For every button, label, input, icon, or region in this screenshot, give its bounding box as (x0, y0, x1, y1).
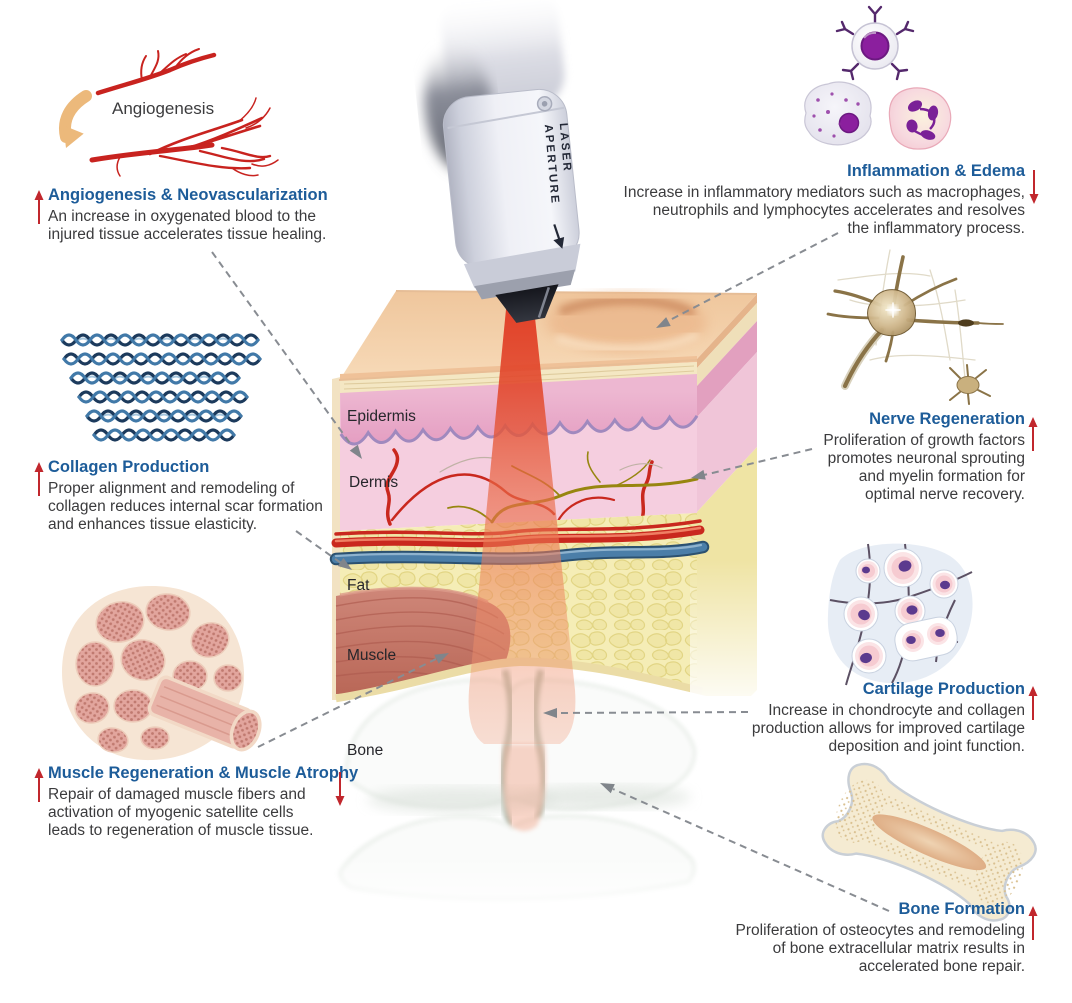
collagen-fibers-illustration (60, 333, 262, 442)
chondrocyte-cell (843, 548, 959, 674)
callout-cartilage: Cartilage Production Increase in chondro… (665, 680, 1025, 756)
layer-label-dermis: Dermis (349, 474, 399, 491)
decrease-arrow-icon (335, 772, 345, 806)
increase-arrow-icon (1028, 906, 1038, 940)
lymphocyte-cell (835, 5, 915, 81)
callout-bone: Bone Formation Proliferation of osteocyt… (645, 900, 1026, 976)
decrease-arrow-icon (1029, 170, 1039, 204)
edema-dimple (547, 294, 707, 353)
callout-nerve-heading: Nerve Regeneration (869, 410, 1025, 428)
callout-inflammation-heading: Inflammation & Edema (847, 162, 1025, 180)
small-neuron (943, 364, 992, 405)
connector-cartilage (556, 711, 749, 714)
connector-arrowheads (337, 317, 706, 794)
layer-label-epidermis: Epidermis (347, 408, 416, 425)
layer-label-muscle: Muscle (347, 647, 397, 664)
chondrocyte-cells-illustration (827, 543, 973, 686)
callout-muscle-heading: Muscle Regeneration & Muscle Atrophy (48, 764, 359, 782)
connector-muscle (257, 658, 437, 748)
layer-label-fat: Fat (347, 577, 370, 594)
callout-nerve: Nerve Regeneration Proliferation of grow… (685, 410, 1025, 504)
callout-inflammation: Inflammation & Edema Increase in inflamm… (585, 162, 1025, 238)
laser-handpiece: LASER APERTURE (424, 0, 581, 323)
down-arrow-icon (553, 224, 565, 249)
callout-collagen: Collagen Production Proper alignment and… (48, 458, 358, 534)
connector-bone (612, 788, 890, 912)
callout-nerve-body: Proliferation of growth factors promotes… (823, 432, 1025, 503)
callout-muscle-body: Repair of damaged muscle fibers and acti… (48, 786, 314, 839)
connector-angiogenesis (211, 251, 353, 447)
callout-cartilage-heading: Cartilage Production (862, 680, 1025, 698)
macrophage-cell (804, 81, 872, 146)
increase-arrow-icon (34, 462, 44, 496)
neutrophil-cell (888, 87, 952, 150)
increase-arrow-icon (1028, 417, 1038, 451)
callout-angiogenesis: Angiogenesis & Neovascularization An inc… (48, 186, 358, 244)
callout-connectors (211, 232, 890, 912)
laser-aperture-tip (495, 284, 559, 323)
angiogenesis-caption: Angiogenesis (112, 99, 215, 118)
connector-collagen (295, 530, 342, 564)
callout-inflammation-body: Increase in inflammatory mediators such … (623, 184, 1025, 237)
immune-cells-illustration (804, 5, 952, 150)
connector-inflammation (667, 232, 839, 322)
callout-collagen-body: Proper alignment and remodeling of colla… (48, 480, 323, 533)
callout-angiogenesis-body: An increase in oxygenated blood to the i… (48, 208, 327, 243)
neuron-illustration (826, 249, 1004, 405)
angiogenesis-curved-arrow-icon (59, 90, 92, 148)
callout-cartilage-body: Increase in chondrocyte and collagen pro… (751, 702, 1025, 755)
connector-nerve (703, 448, 813, 476)
long-bone-illustration (821, 762, 1037, 922)
callout-muscle: Muscle Regeneration & Muscle Atrophy Rep… (48, 764, 368, 840)
muscle-fiber-cylinder (147, 675, 262, 752)
branching-blood-vessels-illustration (59, 48, 279, 177)
muscle-cross-section-illustration (62, 586, 262, 761)
callout-angiogenesis-heading: Angiogenesis & Neovascularization (48, 186, 328, 204)
callout-bone-heading: Bone Formation (898, 900, 1026, 918)
callout-bone-body: Proliferation of osteocytes and remodeli… (735, 922, 1026, 975)
callout-collagen-heading: Collagen Production (48, 458, 210, 476)
layer-label-bone: Bone (347, 742, 384, 759)
increase-arrow-icon (1028, 686, 1038, 720)
bone-marrow (872, 814, 987, 871)
laser-beam (468, 299, 576, 831)
increase-arrow-icon (34, 190, 44, 224)
increase-arrow-icon (34, 768, 44, 802)
